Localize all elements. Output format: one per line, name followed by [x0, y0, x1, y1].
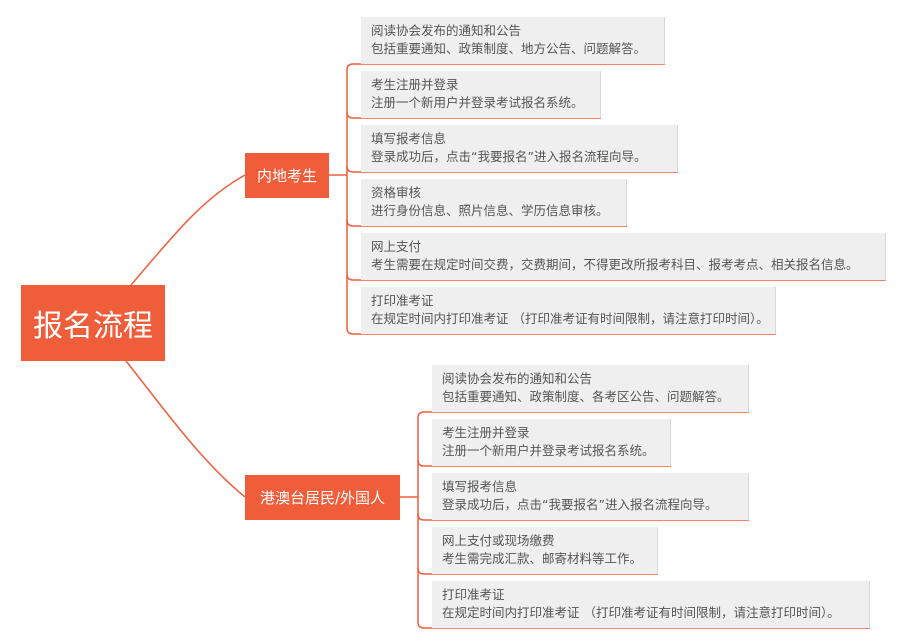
step-title: 阅读协会发布的通知和公告: [442, 371, 593, 386]
root-label: 报名流程: [33, 309, 153, 344]
step-box[interactable]: 打印准考证在规定时间内打印准考证 （打印准考证有时间限制，请注意打印时间）。: [361, 287, 776, 334]
step-box[interactable]: 阅读协会发布的通知和公告包括重要通知、政策制度、地方公告、问题解答。: [361, 17, 665, 64]
step-description: 在规定时间内打印准考证 （打印准考证有时间限制，请注意打印时间）。: [442, 605, 840, 620]
step-description: 考生需完成汇款、邮寄材料等工作。: [442, 551, 643, 566]
step-underline: [346, 63, 665, 71]
step-description: 登录成功后，点击“我要报名”进入报名流程向导。: [442, 497, 718, 512]
step-description: 包括重要通知、政策制度、地方公告、问题解答。: [371, 41, 647, 56]
step-box[interactable]: 打印准考证在规定时间内打印准考证 （打印准考证有时间限制，请注意打印时间）。: [432, 581, 870, 628]
step-underline: [417, 621, 870, 629]
step-title: 考生注册并登录: [371, 77, 459, 92]
branch-label: 港澳台居民/外国人: [259, 489, 386, 507]
root-to-branch-line: [125, 360, 246, 498]
step-description: 注册一个新用户并登录考试报名系统。: [371, 95, 584, 110]
step-box[interactable]: 考生注册并登录注册一个新用户并登录考试报名系统。: [361, 71, 601, 118]
branch-mainland-candidates[interactable]: 内地考生: [245, 153, 329, 198]
step-title: 考生注册并登录: [442, 425, 530, 440]
step-underline: [346, 327, 776, 335]
step-title: 填写报考信息: [442, 479, 518, 494]
root-to-branch-line: [130, 174, 246, 286]
step-box[interactable]: 填写报考信息登录成功后，点击“我要报名”进入报名流程向导。: [361, 125, 678, 172]
branch-hk-macao-taiwan-foreign[interactable]: 港澳台居民/外国人: [245, 475, 400, 520]
branch-label: 内地考生: [256, 167, 317, 185]
step-box[interactable]: 填写报考信息登录成功后，点击“我要报名”进入报名流程向导。: [432, 473, 749, 520]
step-title: 打印准考证: [371, 293, 434, 308]
step-box[interactable]: 网上支付考生需要在规定时间交费，交费期间，不得更改所报考科目、报考考点、相关报名…: [361, 233, 886, 280]
step-description: 包括重要通知、政策制度、各考区公告、问题解答。: [442, 389, 730, 404]
step-title: 填写报考信息: [371, 131, 447, 146]
step-description: 进行身份信息、照片信息、学历信息审核。: [371, 203, 609, 218]
step-description: 在规定时间内打印准考证 （打印准考证有时间限制，请注意打印时间）。: [371, 311, 769, 326]
step-title: 网上支付或现场缴费: [442, 533, 555, 548]
step-title: 网上支付: [371, 239, 422, 254]
step-description: 登录成功后，点击“我要报名”进入报名流程向导。: [371, 149, 647, 164]
step-box[interactable]: 资格审核进行身份信息、照片信息、学历信息审核。: [361, 179, 627, 226]
step-box[interactable]: 考生注册并登录注册一个新用户并登录考试报名系统。: [432, 419, 671, 466]
step-description: 考生需要在规定时间交费，交费期间，不得更改所报考科目、报考考点、相关报名信息。: [371, 257, 859, 272]
step-description: 注册一个新用户并登录考试报名系统。: [442, 443, 655, 458]
step-title: 资格审核: [371, 185, 422, 200]
step-title: 打印准考证: [442, 587, 505, 602]
step-underline: [417, 411, 749, 419]
root-node[interactable]: 报名流程: [21, 285, 165, 361]
step-box[interactable]: 网上支付或现场缴费考生需完成汇款、邮寄材料等工作。: [432, 527, 658, 574]
step-title: 阅读协会发布的通知和公告: [371, 23, 522, 38]
step-box[interactable]: 阅读协会发布的通知和公告包括重要通知、政策制度、各考区公告、问题解答。: [432, 365, 749, 412]
